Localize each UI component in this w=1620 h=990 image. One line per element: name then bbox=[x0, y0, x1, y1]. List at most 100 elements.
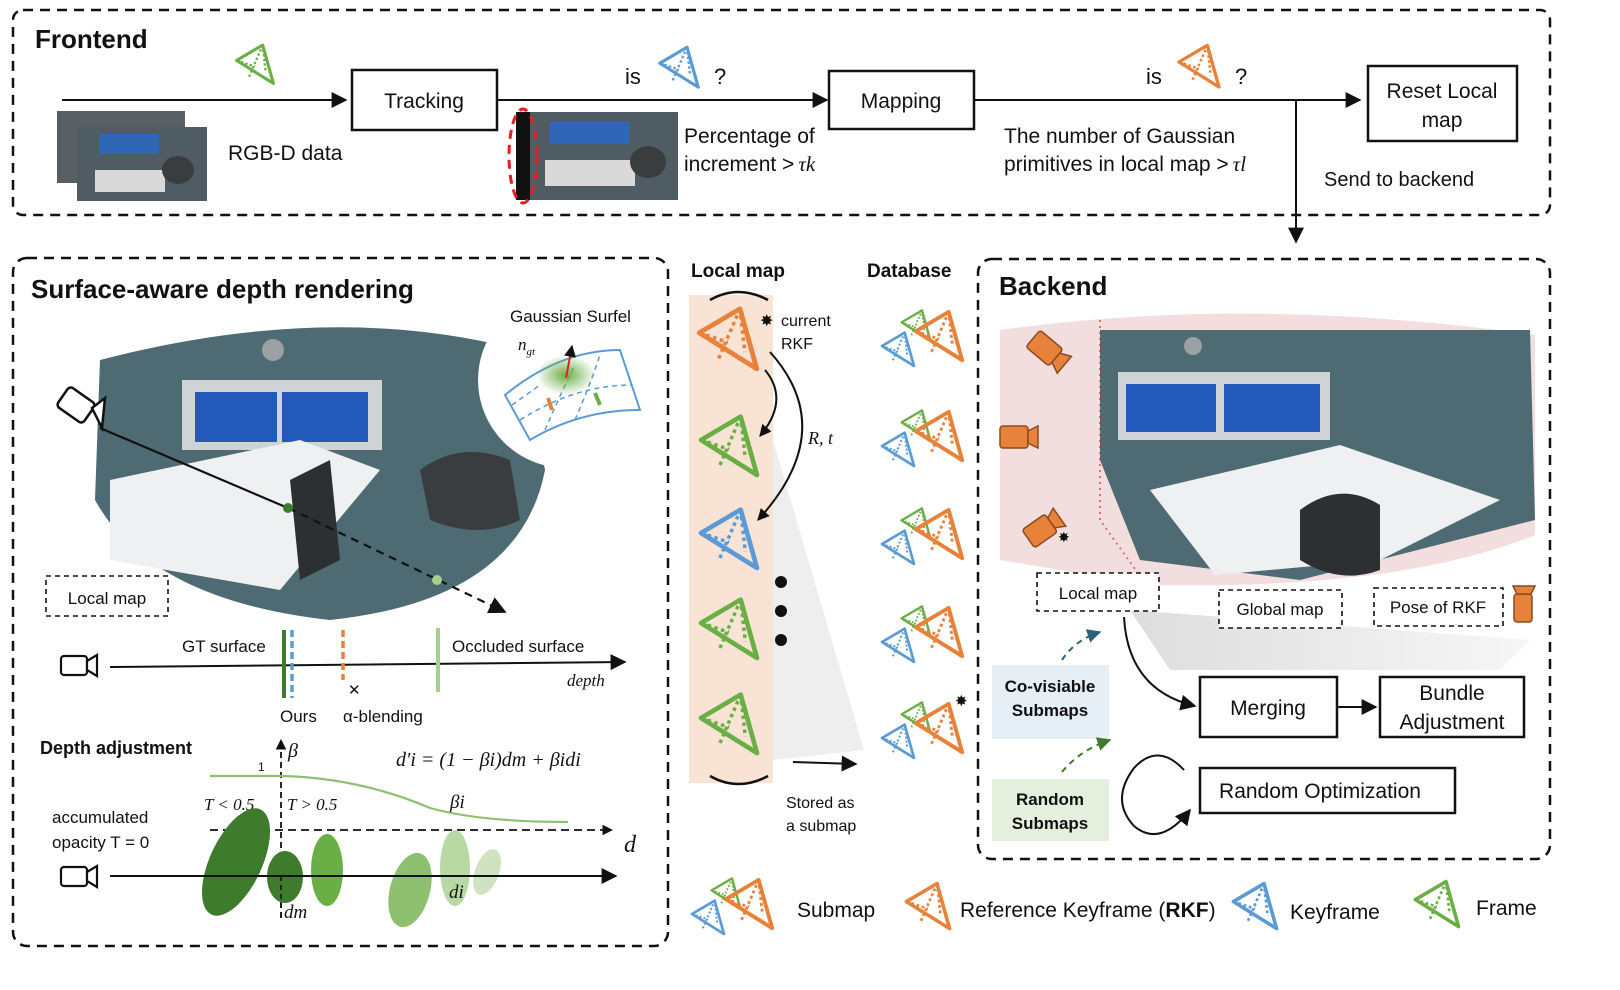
t-more-label: T > 0.5 bbox=[287, 795, 337, 814]
backend-title: Backend bbox=[999, 271, 1107, 301]
backend-frame bbox=[976, 257, 1552, 861]
backend-current-star: ✸ bbox=[1058, 529, 1070, 545]
random-loop-arrow bbox=[1121, 754, 1191, 835]
new-submap-star: ✸ bbox=[955, 693, 968, 710]
local-map-title: Local map bbox=[691, 261, 785, 282]
occluded-hit-point bbox=[432, 575, 442, 585]
random-optimization-box bbox=[1198, 766, 1457, 815]
d-axis-label: d bbox=[624, 832, 637, 858]
legend-submap-icon bbox=[690, 877, 775, 936]
backend-local-map-label: Local map bbox=[1059, 584, 1137, 603]
current-rkf-line-2: RKF bbox=[781, 336, 813, 353]
increment-highlight bbox=[507, 107, 539, 205]
relative-pose-arrow-2 bbox=[757, 351, 804, 521]
legend: Submap Reference Keyframe (RKF) Keyframe… bbox=[690, 877, 1537, 936]
d-i-label: di bbox=[449, 882, 464, 903]
pose-of-rkf-label: Pose of RKF bbox=[1390, 598, 1486, 617]
random-arrow bbox=[1061, 737, 1112, 773]
accumulated-line-2: opacity T = 0 bbox=[52, 833, 149, 852]
global-map-render bbox=[1000, 313, 1535, 591]
gaussian-surfel-label: Gaussian Surfel bbox=[510, 307, 631, 326]
legend-frame-label: Frame bbox=[1476, 897, 1537, 920]
legend-frame-icon bbox=[1413, 879, 1461, 929]
rkf-icon-question bbox=[1177, 43, 1221, 89]
rt-label: R, t bbox=[807, 428, 834, 448]
current-rkf-star: ✸ bbox=[760, 313, 773, 330]
bundle-line-2: Adjustment bbox=[1399, 711, 1504, 734]
small-camera-icon-2 bbox=[59, 864, 99, 889]
t-less-label: T < 0.5 bbox=[204, 795, 254, 814]
submap-2 bbox=[880, 409, 965, 468]
legend-rkf-label: Reference Keyframe (RKF) bbox=[960, 899, 1216, 922]
mapping-box bbox=[827, 69, 976, 131]
stored-arrow bbox=[792, 755, 858, 772]
alpha-blending-label: α-blending bbox=[343, 707, 423, 726]
current-rkf-line-1: current bbox=[781, 313, 831, 330]
is-label-2: is bbox=[1146, 64, 1162, 89]
random-optimization-label: Random Optimization bbox=[1219, 780, 1421, 803]
covisible-arrow bbox=[1061, 629, 1102, 661]
ours-label: Ours bbox=[280, 707, 317, 726]
frontend-title: Frontend bbox=[35, 24, 148, 54]
random-line-1: Random bbox=[1016, 790, 1084, 809]
backend-camera-icon-1 bbox=[1026, 330, 1073, 375]
beta-curve bbox=[210, 774, 569, 824]
gaussian-line-1: The number of Gaussian bbox=[1004, 125, 1235, 148]
rgbd-images bbox=[57, 111, 207, 201]
backend-local-map-tag bbox=[1036, 572, 1160, 612]
reset-line-2: map bbox=[1422, 109, 1463, 132]
covisible-line-2: Submaps bbox=[1012, 701, 1089, 720]
gaussian-line-2: primitives in local map >τl bbox=[1004, 152, 1246, 176]
database-column: Database bbox=[867, 261, 968, 760]
occluded-surface-label: Occluded surface bbox=[452, 637, 584, 656]
stored-line-1: Stored as bbox=[786, 795, 854, 812]
local-map-tag-label: Local map bbox=[68, 589, 146, 608]
small-camera-icon-1 bbox=[59, 653, 99, 678]
d-m-label: dm bbox=[284, 902, 307, 923]
is-label-1: is bbox=[625, 64, 641, 89]
ray-dashed bbox=[287, 507, 507, 614]
merging-label: Merging bbox=[1230, 697, 1306, 720]
backend-camera-icon-2 bbox=[999, 424, 1039, 450]
mapping-label: Mapping bbox=[861, 90, 942, 113]
rgbd-label: RGB-D data bbox=[228, 142, 343, 165]
gaussian-ellipses bbox=[201, 808, 501, 928]
surface-title: Surface-aware depth rendering bbox=[31, 274, 414, 304]
gt-hit-point bbox=[283, 503, 293, 513]
pose-of-rkf-tag bbox=[1373, 587, 1504, 627]
accumulated-line-1: accumulated bbox=[52, 808, 148, 827]
submap-stack: ✸ bbox=[880, 309, 968, 760]
surface-frame bbox=[11, 256, 670, 948]
send-to-backend-label: Send to backend bbox=[1324, 169, 1474, 191]
relative-pose-arrow-1 bbox=[759, 369, 778, 437]
camera-icon bbox=[56, 386, 107, 433]
bundle-adjustment-box bbox=[1378, 675, 1526, 739]
room-render bbox=[95, 327, 545, 620]
beta-axis-label: β bbox=[287, 740, 298, 762]
tracking-image bbox=[507, 107, 678, 205]
depth-axis bbox=[109, 654, 627, 671]
stored-line-2: a submap bbox=[786, 818, 856, 835]
submap-1 bbox=[880, 309, 965, 368]
gt-surface-label: GT surface bbox=[182, 637, 266, 656]
legend-rkf-icon bbox=[904, 881, 952, 931]
reset-local-map-box bbox=[1366, 64, 1519, 143]
keyframe-icon-question bbox=[658, 45, 700, 89]
database-title: Database bbox=[867, 261, 952, 282]
random-line-2: Submaps bbox=[1012, 814, 1089, 833]
surface-panel: Surface-aware depth rendering Gaussian S… bbox=[11, 256, 670, 948]
frontend-frame bbox=[11, 8, 1552, 217]
submap-fan bbox=[773, 440, 864, 760]
backend-camera-icon-3 bbox=[1022, 506, 1068, 548]
local-map-column: Local map ✸ current RKF R, t Stored as a… bbox=[689, 261, 864, 835]
increment-line-2: increment >τk bbox=[684, 152, 816, 176]
covisible-submaps-box bbox=[992, 665, 1109, 739]
gaussian-surfel-inset: Gaussian Surfel ngt bbox=[478, 292, 654, 468]
increment-line-1: Percentage of bbox=[684, 125, 815, 148]
depth-equation: d′i = (1 − βi)dm + βidi bbox=[396, 749, 581, 771]
n-gt-label: ngt bbox=[518, 335, 536, 358]
submap-4 bbox=[880, 605, 965, 664]
backend-panel: Backend ✸ Local map bbox=[976, 257, 1552, 861]
legend-keyframe-icon bbox=[1231, 881, 1279, 931]
